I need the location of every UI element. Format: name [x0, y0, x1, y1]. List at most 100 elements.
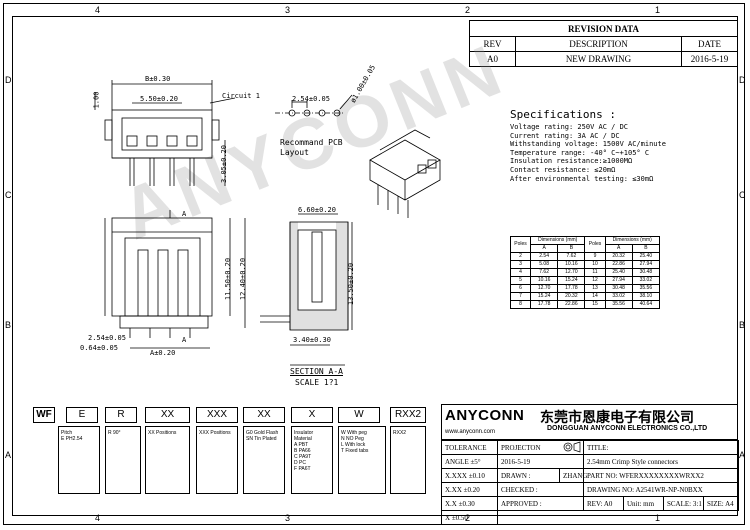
- spec-line: Current rating: 3A AC / DC: [510, 131, 620, 140]
- pcb-layout-label-2: Layout: [280, 148, 309, 157]
- projection-icon: [559, 440, 584, 455]
- dimtab-cell: 30.48: [631, 268, 661, 277]
- unit-cell: Unit: mm: [623, 496, 664, 511]
- zone-bottom-1: 1: [655, 513, 661, 523]
- zone-left-d: D: [5, 75, 12, 85]
- top-view-body: [111, 109, 213, 159]
- inner-border: [12, 16, 738, 516]
- dimtab-subheader: A: [530, 244, 559, 253]
- dim-660-label: 6.60±0.20: [298, 206, 336, 214]
- company-block: ANYCONN 东莞市恩康电子有限公司 DONGGUAN ANYCONN ELE…: [441, 404, 738, 440]
- dimtab-cell: 10.16: [557, 260, 586, 269]
- tol-row-4: X ±0.50: [441, 510, 498, 525]
- dimtab-cell: 2: [509, 252, 532, 261]
- drawing-no: DRAWING NO: A2541WR-NP-N0BXX: [582, 482, 740, 497]
- dimtab-cell: 7: [509, 292, 532, 301]
- drawn-value: ZHANG: [559, 468, 588, 483]
- circuit-label: Circuit 1: [222, 92, 260, 100]
- zone-right-d: D: [739, 75, 746, 85]
- pn-desc-positions-2: XXX Positions: [196, 426, 238, 494]
- dimtab-cell: 4: [509, 268, 532, 277]
- dimtab-cell: 15: [584, 300, 606, 309]
- dimtab-cell: 3: [509, 260, 532, 269]
- top-view-cavity: [121, 117, 203, 151]
- dimtab-cell: 13: [584, 284, 606, 293]
- scale-cell: SCALE: 3:1: [663, 496, 704, 511]
- dimtab-cell: 40.64: [631, 300, 661, 309]
- dimtab-cell: 2.54: [530, 252, 559, 261]
- section-marker-bottom: A: [182, 336, 187, 344]
- dim-064-label: 0.64±0.05: [80, 344, 118, 352]
- dimtab-cell: 22.86: [604, 260, 633, 269]
- zone-right-b: B: [739, 320, 746, 330]
- dimtab-cell: 25.40: [604, 268, 633, 277]
- dimtab-cell: 17.78: [557, 284, 586, 293]
- pn-desc-positions: XX Positions: [145, 426, 190, 494]
- dimtab-cell: 8: [509, 300, 532, 309]
- zone-left-c: C: [5, 190, 12, 200]
- checked-label: CHECKED :: [497, 482, 584, 497]
- company-name-en: DONGGUAN ANYCONN ELECTRONICS CO.,LTD: [547, 425, 708, 432]
- dim-550-label: 5.50±0.20: [140, 95, 178, 103]
- size-cell: SIZE: A4: [702, 496, 740, 511]
- dimtab-subheader: A: [604, 244, 633, 253]
- angle-tolerance: ANGLE ±5°: [441, 454, 498, 469]
- engineering-drawing: [94, 80, 441, 366]
- dimtab-cell: 6: [509, 284, 532, 293]
- dimtab-cell: 12.70: [530, 284, 559, 293]
- dimtab-cell: 11: [584, 268, 606, 277]
- dimtab-cell: 5: [509, 276, 532, 285]
- dimtab-cell: 27.94: [604, 276, 633, 285]
- dimtab-cell: 12: [584, 276, 606, 285]
- spec-line: Temperature range: -40° C~+105° C: [510, 148, 650, 157]
- company-name: ANYCONN: [445, 407, 525, 424]
- zone-left-b: B: [5, 320, 12, 330]
- dimtab-cell: 25.40: [631, 252, 661, 261]
- dimtab-cell: 15.24: [557, 276, 586, 285]
- dimtab-header: Dimensions (mm): [604, 236, 661, 245]
- company-web: www.anyconn.com: [445, 429, 496, 435]
- dim-b-label: B±0.30: [145, 75, 171, 83]
- pn-box-x: X: [291, 407, 333, 423]
- spec-line: Contact resistance: ≤20mΩ: [510, 165, 616, 174]
- dimtab-cell: 10.16: [530, 276, 559, 285]
- revision-table: REVISION DATA REV DESCRIPTION DATE A0 NE…: [469, 20, 738, 67]
- dimtab-cell: 5.08: [530, 260, 559, 269]
- dimtab-cell: 38.10: [631, 292, 661, 301]
- dimtab-cell: 15.24: [530, 292, 559, 301]
- front-view-body: [111, 217, 213, 317]
- dimtab-header: Dimensions (mm): [530, 236, 586, 245]
- pn-desc-angle: R 90°: [105, 426, 141, 494]
- pn-desc-plating: G0 Gold Flash SN Tin Plated: [243, 426, 285, 494]
- zone-right-c: C: [739, 190, 746, 200]
- pn-box-e: E: [66, 407, 98, 423]
- pcb-layout-label-1: Recommand PCB: [280, 138, 343, 147]
- tolerance-label: TOLERANCE: [441, 440, 498, 455]
- dimtab-header: Poles: [584, 236, 606, 253]
- tol-row-2: X.XX ±0.20: [441, 482, 498, 497]
- spec-line: Insulation resistance:≥1000MΩ: [510, 157, 633, 166]
- dimtab-cell: 7.62: [557, 252, 586, 261]
- dimtab-cell: 33.02: [631, 276, 661, 285]
- dim-254-label: 2.54±0.05: [88, 334, 126, 342]
- dim-340-label: 3.40±0.30: [293, 336, 331, 344]
- dimtab-cell: 12.70: [557, 268, 586, 277]
- spec-title: Specifications :: [510, 108, 616, 121]
- dimtab-cell: 14: [584, 292, 606, 301]
- rev-cell: REV: A0: [583, 496, 624, 511]
- pn-desc-peg: W With peg N NO Peg L With lock T Fixed …: [338, 426, 386, 494]
- pcb-pitch-label: 2.54±0.05: [292, 95, 330, 103]
- dimtab-cell: 20.32: [557, 292, 586, 301]
- dimtab-cell: 10: [584, 260, 606, 269]
- zone-top-1: 1: [655, 5, 661, 15]
- dim-1350-label: 13.50±0.20: [347, 262, 356, 306]
- tol-row-1: X.XXX ±0.10: [441, 468, 498, 483]
- dimtab-cell: 33.02: [604, 292, 633, 301]
- zone-bottom-3: 3: [285, 513, 291, 523]
- section-marker-top: A: [182, 210, 187, 218]
- zone-top-3: 3: [285, 5, 291, 15]
- dimtab-cell: 17.78: [530, 300, 559, 309]
- pn-desc-material: Insulator Material A PBT B PA66 C PA9T D…: [291, 426, 333, 494]
